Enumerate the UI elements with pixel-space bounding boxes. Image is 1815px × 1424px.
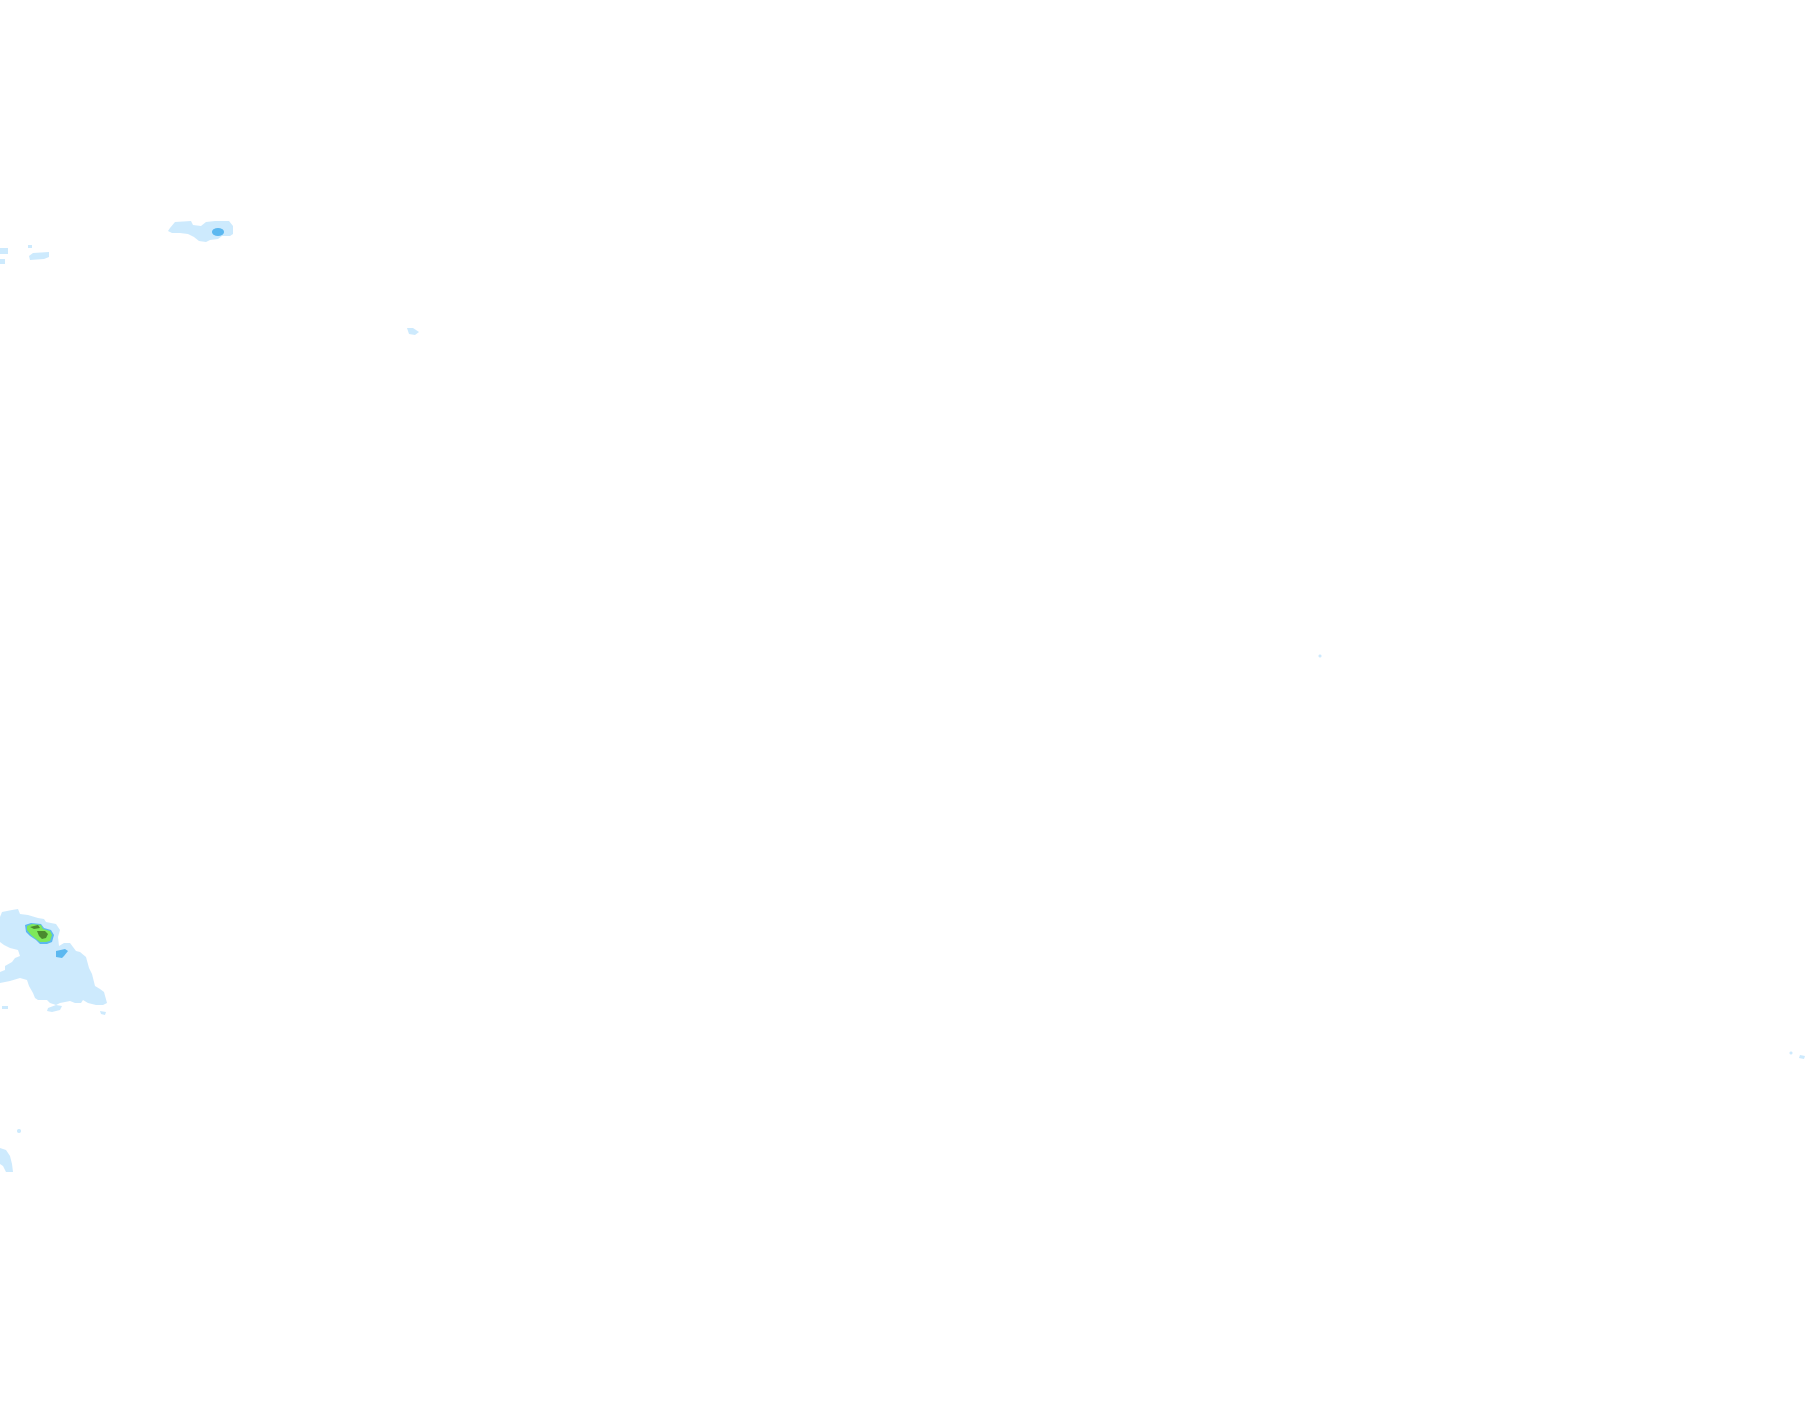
precip-cells-small-northwest xyxy=(0,245,1805,1059)
precip-cell-southwest xyxy=(0,909,107,1015)
precip-moderate xyxy=(212,228,224,236)
precip-light xyxy=(0,909,107,1005)
precip-cell-north xyxy=(168,221,233,242)
precip-cells-small-south xyxy=(0,1129,21,1172)
precip-heavy-dark xyxy=(30,925,48,939)
precip-moderate xyxy=(56,949,68,958)
precip-light xyxy=(168,221,233,242)
